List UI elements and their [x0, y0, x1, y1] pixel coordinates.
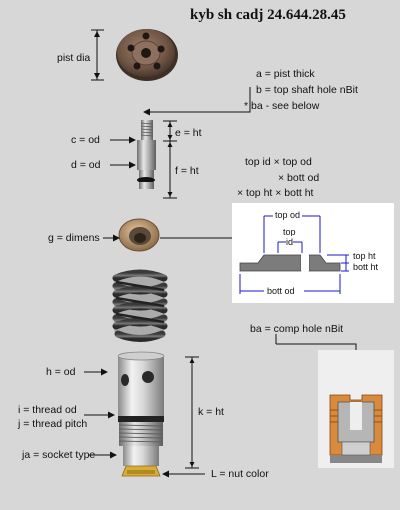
label-b: b = top shaft hole nBit [256, 84, 358, 96]
label-a: a = pist thick [256, 68, 315, 80]
label-top-ht: top ht [353, 251, 376, 261]
washer [118, 218, 160, 252]
label-L: L = nut color [211, 468, 269, 480]
label-ba: ba = comp hole nBit [250, 323, 344, 335]
label-e: e = ht [175, 127, 202, 139]
spring [112, 269, 168, 342]
piston [116, 29, 178, 81]
label-c: c = od [71, 134, 100, 146]
legend-line-1: top id × top od [245, 156, 312, 168]
page-title: kyb sh cadj 24.644.28.45 [190, 7, 346, 23]
label-top-od: top od [273, 209, 303, 221]
valve-body [117, 351, 165, 477]
label-h: h = od [46, 366, 76, 378]
label-j: j = thread pitch [18, 418, 88, 430]
label-i: i = thread od [18, 404, 77, 416]
legend-line-3: × top ht × bott ht [237, 187, 314, 199]
legend-line-2: × bott od [278, 172, 320, 184]
label-pist-dia: pist dia [57, 52, 91, 64]
label-g: g = dimens [48, 232, 100, 244]
label-bott-ht: bott ht [353, 262, 379, 272]
label-f: f = ht [175, 165, 199, 177]
label-ja: ja = socket type [22, 449, 96, 461]
label-d: d = od [71, 159, 101, 171]
label-k: k = ht [198, 406, 224, 418]
label-top-id-1: top [283, 227, 296, 237]
label-bott-od: bott od [267, 286, 295, 296]
label-ba-note: * ba - see below [244, 100, 320, 112]
washer-section-panel [232, 203, 394, 303]
shaft [137, 120, 156, 189]
label-top-id-2: id [286, 236, 294, 248]
